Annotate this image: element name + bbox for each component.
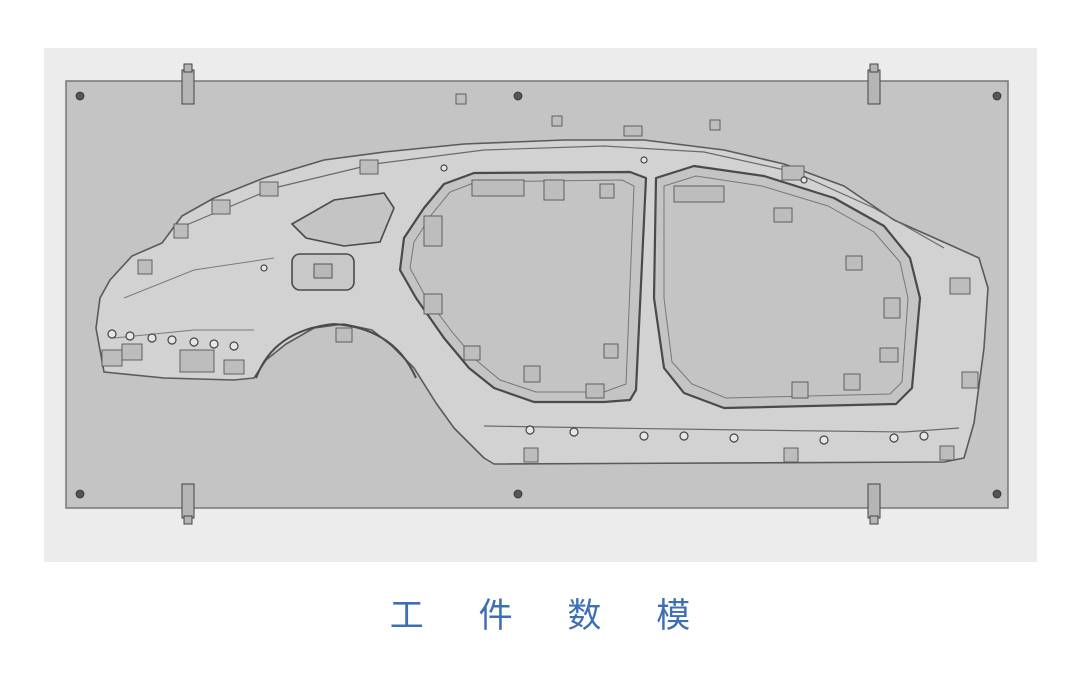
plate-bolts (75, 91, 1002, 499)
quarter-window (290, 192, 395, 247)
roof-feature-line (183, 145, 945, 249)
rear-door-opening (652, 164, 922, 410)
front-door-opening (398, 170, 648, 404)
rear-wheel-arch (255, 322, 417, 379)
figure-caption: 工 件 数 模 (389, 596, 713, 636)
sill-feature-line (483, 425, 960, 433)
locating-holes (107, 156, 929, 445)
lifting-brackets (181, 63, 881, 525)
clamp-blocks (101, 93, 979, 463)
workpiece-model-drawing (65, 63, 1009, 525)
